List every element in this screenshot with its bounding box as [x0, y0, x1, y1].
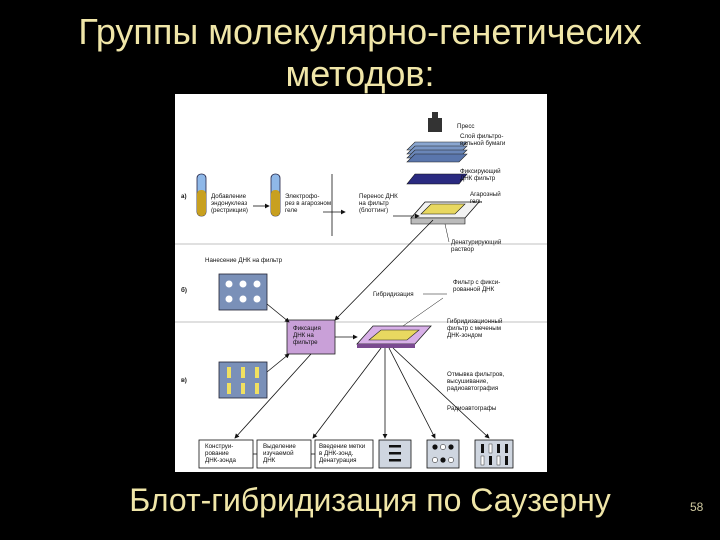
- label-denat-2: раствор: [451, 246, 474, 253]
- label-hyb-filter-1: Гибридизационный: [447, 318, 503, 325]
- label-wash-3: радиоавтография: [447, 385, 498, 392]
- label-label-1: Введение метки: [319, 443, 366, 450]
- slot-blot-filter-icon: [218, 361, 268, 399]
- diagram-canvas: Пресс Слой фильтро- вальной бумаги Фикси…: [175, 112, 547, 469]
- label-electro-3: геле: [285, 207, 298, 214]
- test-tube-icon: [196, 173, 207, 217]
- label-isolate-2: изучаемой: [263, 450, 294, 457]
- panel-b-label: б): [181, 287, 187, 294]
- arrow-hyb-down-3: [392, 347, 490, 439]
- label-dot-apply: Нанесение ДНК на фильтр: [205, 257, 283, 264]
- isolate-box: [256, 439, 312, 469]
- slide-title-line2: методов:: [285, 53, 435, 94]
- label-electro-1: Электрофо-: [285, 193, 319, 200]
- autoradiograph-a-icon: [378, 439, 412, 469]
- arrow-dot-to-fix: [266, 303, 290, 323]
- label-label-2: в ДНК-зонд.: [319, 450, 354, 457]
- label-paper-layer-1: Слой фильтро-: [460, 133, 503, 140]
- panel-c-label: в): [181, 377, 187, 384]
- panel-a-label: а): [181, 193, 187, 200]
- label-isolate-1: Выделение: [263, 443, 296, 450]
- label-fixed-filter-1: Фильтр с фикси-: [453, 279, 500, 286]
- label-paper-layer-2: вальной бумаги: [460, 140, 506, 147]
- label-wash-1: Отмывка фильтров,: [447, 371, 505, 378]
- arrow-hyb-down-4: [312, 347, 382, 439]
- label-press: Пресс: [457, 123, 475, 130]
- label-isolate-3: ДНК: [263, 457, 276, 464]
- label-add-nuclease-3: (рестрикция): [211, 207, 248, 214]
- southern-blot-diagram: Пресс Слой фильтро- вальной бумаги Фикси…: [175, 94, 547, 472]
- label-hyb-filter-2: фильтр с меченым: [447, 325, 501, 332]
- fixing-filter-icon: [406, 173, 468, 185]
- hybridization-filter-icon: [356, 325, 432, 348]
- dot-blot-filter-icon: [218, 273, 268, 311]
- label-agarose-gel-1: Агарозный: [470, 191, 501, 198]
- label-construct-1: Конструи-: [205, 443, 233, 450]
- arrow-hyb-down-2: [388, 347, 436, 439]
- denat-pointer: [444, 223, 450, 243]
- label-denat-1: Денатурирующий: [451, 239, 502, 246]
- label-label-3: Денатурация: [319, 457, 357, 464]
- label-construct-2: рование: [205, 450, 229, 457]
- label-fixation-1: Фиксация: [293, 325, 321, 332]
- hyb-filter-pointer: [402, 297, 444, 327]
- arrow-slot-to-fix: [266, 353, 290, 373]
- label-transfer-2: на фильтр: [359, 200, 389, 207]
- label-add-nuclease-1: Добавление: [211, 193, 247, 200]
- label-probe-box: [314, 439, 374, 469]
- label-wash-2: высушивание,: [447, 378, 488, 385]
- page-number: 58: [690, 500, 704, 514]
- label-fixation-3: фильтре: [293, 339, 318, 346]
- label-construct-3: ДНК-зонда: [205, 457, 237, 464]
- label-fix-filter-1: Фиксирующий: [460, 168, 501, 175]
- arrow-fix-down: [234, 353, 312, 439]
- label-radioautograph: Радиоавтографы: [447, 405, 497, 412]
- autoradiograph-c-icon: [474, 439, 514, 469]
- slide-title-line1: Группы молекулярно-генетичесих: [78, 11, 642, 52]
- label-transfer-3: (блоттинг): [359, 207, 388, 214]
- label-agarose-gel-2: гель: [470, 198, 482, 205]
- label-hybridization: Гибридизация: [373, 291, 414, 298]
- label-fixation-2: ДНК на: [293, 332, 314, 339]
- test-tube-icon: [270, 173, 281, 217]
- label-transfer-1: Перенос ДНК: [359, 193, 398, 200]
- construct-box: [198, 439, 254, 469]
- agarose-gel-tray-icon: [410, 201, 480, 225]
- label-hyb-filter-3: ДНК-зондом: [447, 332, 482, 339]
- label-add-nuclease-2: эндонуклеаз: [211, 200, 247, 207]
- label-fix-filter-2: ДНК фильтр: [460, 175, 496, 182]
- slide-caption: Блот-гибридизация по Саузерну: [129, 482, 611, 518]
- autoradiograph-b-icon: [426, 439, 460, 469]
- press-icon: [428, 112, 442, 132]
- filter-paper-stack-icon: [406, 141, 468, 163]
- label-electro-2: рез в агарозном: [285, 200, 331, 207]
- arrow-blot-to-fix: [334, 219, 434, 321]
- label-fixed-filter-2: рованной ДНК: [453, 286, 495, 293]
